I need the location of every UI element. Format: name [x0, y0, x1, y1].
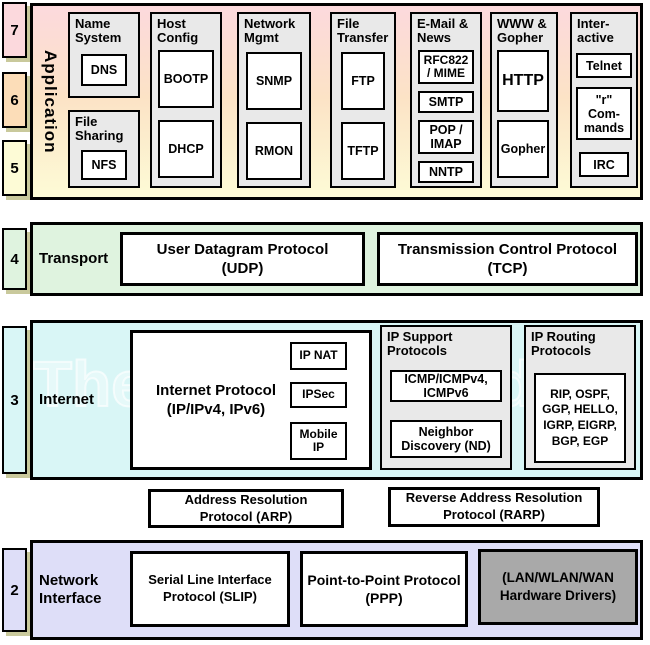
group-host-config: Host Config BOOTP DHCP [150, 12, 222, 188]
protocol-box-dhcp: DHCP [158, 120, 214, 178]
group-interactive: Inter- active Telnet "r" Com- mands IRC [570, 12, 638, 188]
protocol-box-hardware-drivers: (LAN/WLAN/WAN Hardware Drivers) [478, 549, 638, 625]
network-interface-layer-band: Network Interface Serial Line Interface … [30, 540, 643, 640]
protocol-box-bootp: BOOTP [158, 50, 214, 108]
group-title-name-system: Name System [75, 16, 122, 46]
group-title-host-config: Host Config [157, 16, 199, 46]
protocol-box-ipsec: IPSec [290, 382, 347, 408]
group-title-file-transfer: File Transfer [337, 16, 389, 46]
group-ip-support-protocols: IP Support Protocols ICMP/ICMPv4, ICMPv6… [380, 325, 512, 470]
network-interface-layer-label: Network Interface [39, 572, 102, 607]
protocol-box-snmp: SNMP [246, 52, 302, 110]
protocol-box-irc: IRC [579, 152, 629, 177]
protocol-box-arp: Address Resolution Protocol (ARP) [148, 489, 344, 528]
protocol-box-nfs: NFS [81, 150, 127, 180]
group-www-gopher: WWW & Gopher HTTP Gopher [490, 12, 558, 188]
group-title-file-sharing: File Sharing [75, 114, 124, 144]
ip-protocol-label: Internet Protocol (IP/IPv4, IPv6) [155, 381, 276, 419]
group-file-transfer: File Transfer FTP TFTP [330, 12, 396, 188]
transport-layer-band: Transport User Datagram Protocol (UDP) T… [30, 222, 643, 296]
protocol-box-icmp: ICMP/ICMPv4, ICMPv6 [390, 370, 502, 402]
application-layer-label: Application [41, 49, 60, 154]
protocol-box-routing-list: RIP, OSPF, GGP, HELLO, IGRP, EIGRP, BGP,… [534, 373, 626, 463]
group-title-www-gopher: WWW & Gopher [497, 16, 547, 46]
group-title-interactive: Inter- active [577, 16, 614, 46]
protocol-box-udp: User Datagram Protocol (UDP) [120, 232, 365, 286]
group-title-ip-routing: IP Routing Protocols [531, 329, 596, 359]
protocol-box-smtp: SMTP [418, 91, 474, 113]
protocol-box-tftp: TFTP [341, 122, 385, 180]
protocol-box-ip-nat: IP NAT [290, 342, 347, 370]
protocol-box-rarp: Reverse Address Resolution Protocol (RAR… [388, 487, 600, 527]
group-name-system: Name System DNS [68, 12, 140, 98]
transport-layer-label: Transport [39, 250, 109, 267]
group-title-email-news: E-Mail & News [417, 16, 469, 46]
protocol-box-http: HTTP [497, 50, 549, 112]
group-title-network-mgmt: Network Mgmt [244, 16, 296, 46]
protocol-box-gopher: Gopher [497, 120, 549, 178]
layer-number-4: 4 [2, 228, 27, 290]
group-ip-routing-protocols: IP Routing Protocols RIP, OSPF, GGP, HEL… [524, 325, 636, 470]
protocol-box-tcp: Transmission Control Protocol (TCP) [377, 232, 638, 286]
protocol-box-ppp: Point-to-Point Protocol (PPP) [300, 551, 468, 627]
group-title-ip-support: IP Support Protocols [387, 329, 453, 359]
protocol-box-pop-imap: POP / IMAP [418, 120, 474, 154]
protocol-box-slip: Serial Line Interface Protocol (SLIP) [130, 551, 290, 627]
protocol-box-rfc822-mime: RFC822 / MIME [418, 50, 474, 84]
protocol-box-neighbor-discovery: Neighbor Discovery (ND) [390, 420, 502, 458]
internet-layer-label: Internet [39, 391, 95, 408]
protocol-box-ip: Internet Protocol (IP/IPv4, IPv6) IP NAT… [130, 330, 372, 470]
layer-number-7: 7 [2, 2, 27, 58]
layer-number-6: 6 [2, 72, 27, 128]
layer-number-3: 3 [2, 326, 27, 474]
protocol-box-ftp: FTP [341, 52, 385, 110]
protocol-box-nntp: NNTP [418, 161, 474, 183]
group-network-mgmt: Network Mgmt SNMP RMON [237, 12, 311, 188]
application-layer-band: Application Name System DNS File Sharing… [30, 3, 643, 200]
protocol-box-rmon: RMON [246, 122, 302, 180]
group-email-news: E-Mail & News RFC822 / MIME SMTP POP / I… [410, 12, 482, 188]
layer-number-5: 5 [2, 140, 27, 196]
layer-number-2: 2 [2, 548, 27, 632]
protocol-box-mobile-ip: Mobile IP [290, 422, 347, 460]
protocol-box-r-commands: "r" Com- mands [576, 87, 632, 140]
group-file-sharing: File Sharing NFS [68, 110, 140, 188]
internet-layer-band: The TCP/IP Guide Internet Internet Proto… [30, 320, 643, 480]
protocol-box-dns: DNS [81, 54, 127, 86]
protocol-box-telnet: Telnet [576, 53, 632, 78]
